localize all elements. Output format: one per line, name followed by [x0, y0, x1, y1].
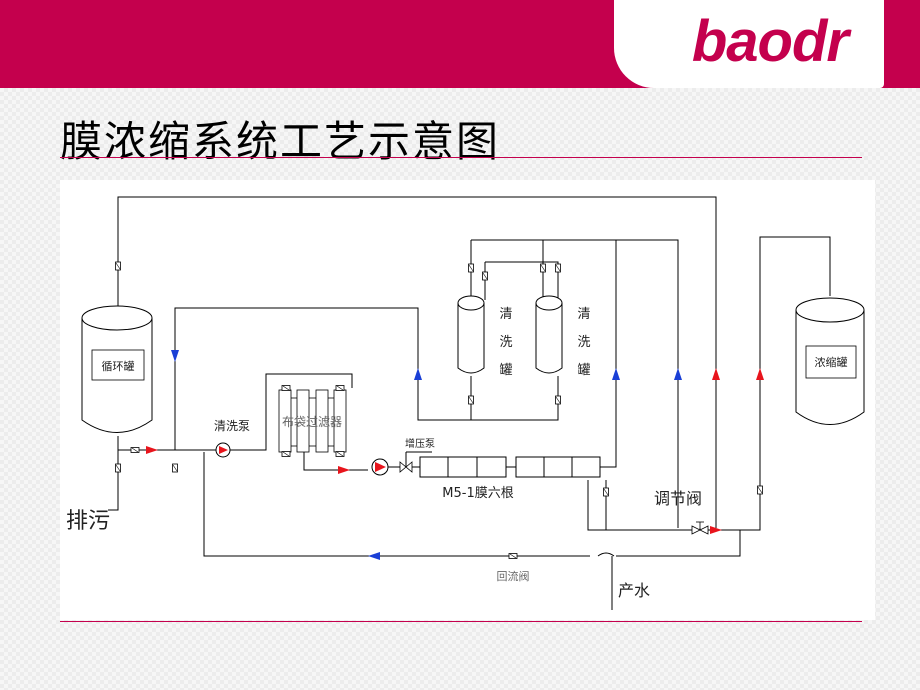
membrane-label: M5-1膜六根 — [442, 486, 513, 501]
pipe-network — [108, 196, 831, 610]
diagram-panel — [60, 180, 875, 620]
pipe-valves — [115, 261, 763, 559]
drain-label: 排污 — [66, 509, 110, 534]
cleaning-tank-2-label-2: 洗 — [577, 335, 590, 350]
cleaning-tank-2 — [535, 295, 563, 374]
cleaning-tank-1-label-2: 洗 — [499, 335, 512, 350]
cleaning-tank-1 — [457, 295, 485, 374]
regulating-valve-label: 调节阀 — [654, 489, 702, 508]
cleaning-tank-1-label-3: 罐 — [499, 363, 512, 378]
logo-plate — [614, 0, 884, 88]
circulation-tank-label: 循环罐 — [102, 360, 135, 373]
cleaning-pump-symbol — [215, 442, 231, 458]
booster-pump-symbol — [371, 458, 389, 476]
cleaning-tank-1-label-1: 清 — [499, 307, 512, 322]
booster-check-valve-icon — [399, 461, 413, 473]
bag-filter — [278, 389, 347, 453]
bottom-divider — [60, 621, 862, 622]
flow-arrows-return — [171, 350, 682, 560]
cleaning-pump-label: 清洗泵 — [214, 419, 250, 433]
concentrate-tank — [795, 297, 865, 425]
brand-logo: baodr — [691, 9, 849, 74]
circulation-tank — [81, 305, 153, 433]
flow-arrows-forward — [146, 368, 764, 534]
bag-filter-label: 布袋过滤器 — [282, 415, 342, 429]
return-valve-label: 回流阀 — [497, 569, 530, 583]
booster-pump-label: 增压泵 — [405, 437, 435, 450]
membrane-modules — [419, 456, 601, 478]
cleaning-tank-2-label-3: 罐 — [577, 363, 590, 378]
cleaning-tank-2-label-1: 清 — [577, 307, 590, 322]
title-divider — [60, 157, 862, 158]
product-water-label: 产水 — [618, 581, 650, 600]
concentrate-tank-label: 浓缩罐 — [815, 356, 848, 369]
regulating-valve-icon — [691, 521, 709, 535]
